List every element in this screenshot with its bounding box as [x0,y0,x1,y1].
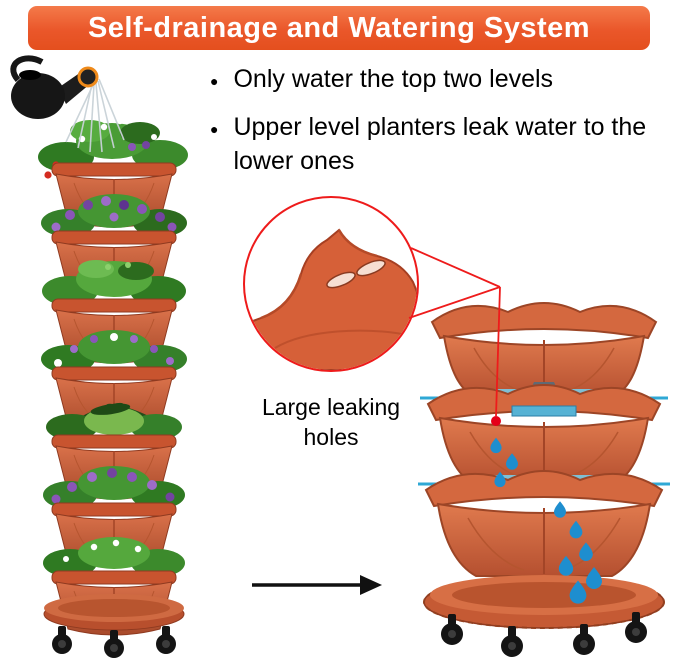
plant-cluster [41,330,187,373]
plant-cluster [43,466,185,509]
bullet-item-1: Only water the top two levels [206,62,662,97]
watering-can-icon [10,55,125,153]
bullet-text-1: Only water the top two levels [233,65,554,93]
leaking-holes [326,259,386,289]
planter-tower-image [10,55,188,658]
leak-hole-closeup [245,228,417,370]
leak-hole-zoom-circle [243,196,419,372]
plant-cluster [46,402,182,440]
caster-wheels [441,612,647,657]
diagram-wheeled-base [423,575,665,657]
plant-cluster [43,537,185,577]
bullet-item-2: Upper level planters leak water to the l… [206,110,662,179]
transition-arrow [252,575,382,595]
callout-label: Large leaking holes [261,394,401,451]
water-streams [65,78,125,153]
diagram-planter-middle [426,384,662,485]
bullet-text-2: Upper level planters leak water to the l… [233,112,647,176]
diagram-planter-bottom [424,470,664,577]
drainage-diagram [418,302,670,657]
plant-cluster [41,194,187,237]
header-banner: Self-drainage and Watering System [28,6,650,50]
caster-wheels [52,626,176,658]
plant-cluster [38,117,188,179]
page-title: Self-drainage and Watering System [87,11,591,44]
bullet-list: Only water the top two levels Upper leve… [206,62,662,192]
diagram-planter-top [430,302,658,399]
wheeled-base [43,594,185,658]
